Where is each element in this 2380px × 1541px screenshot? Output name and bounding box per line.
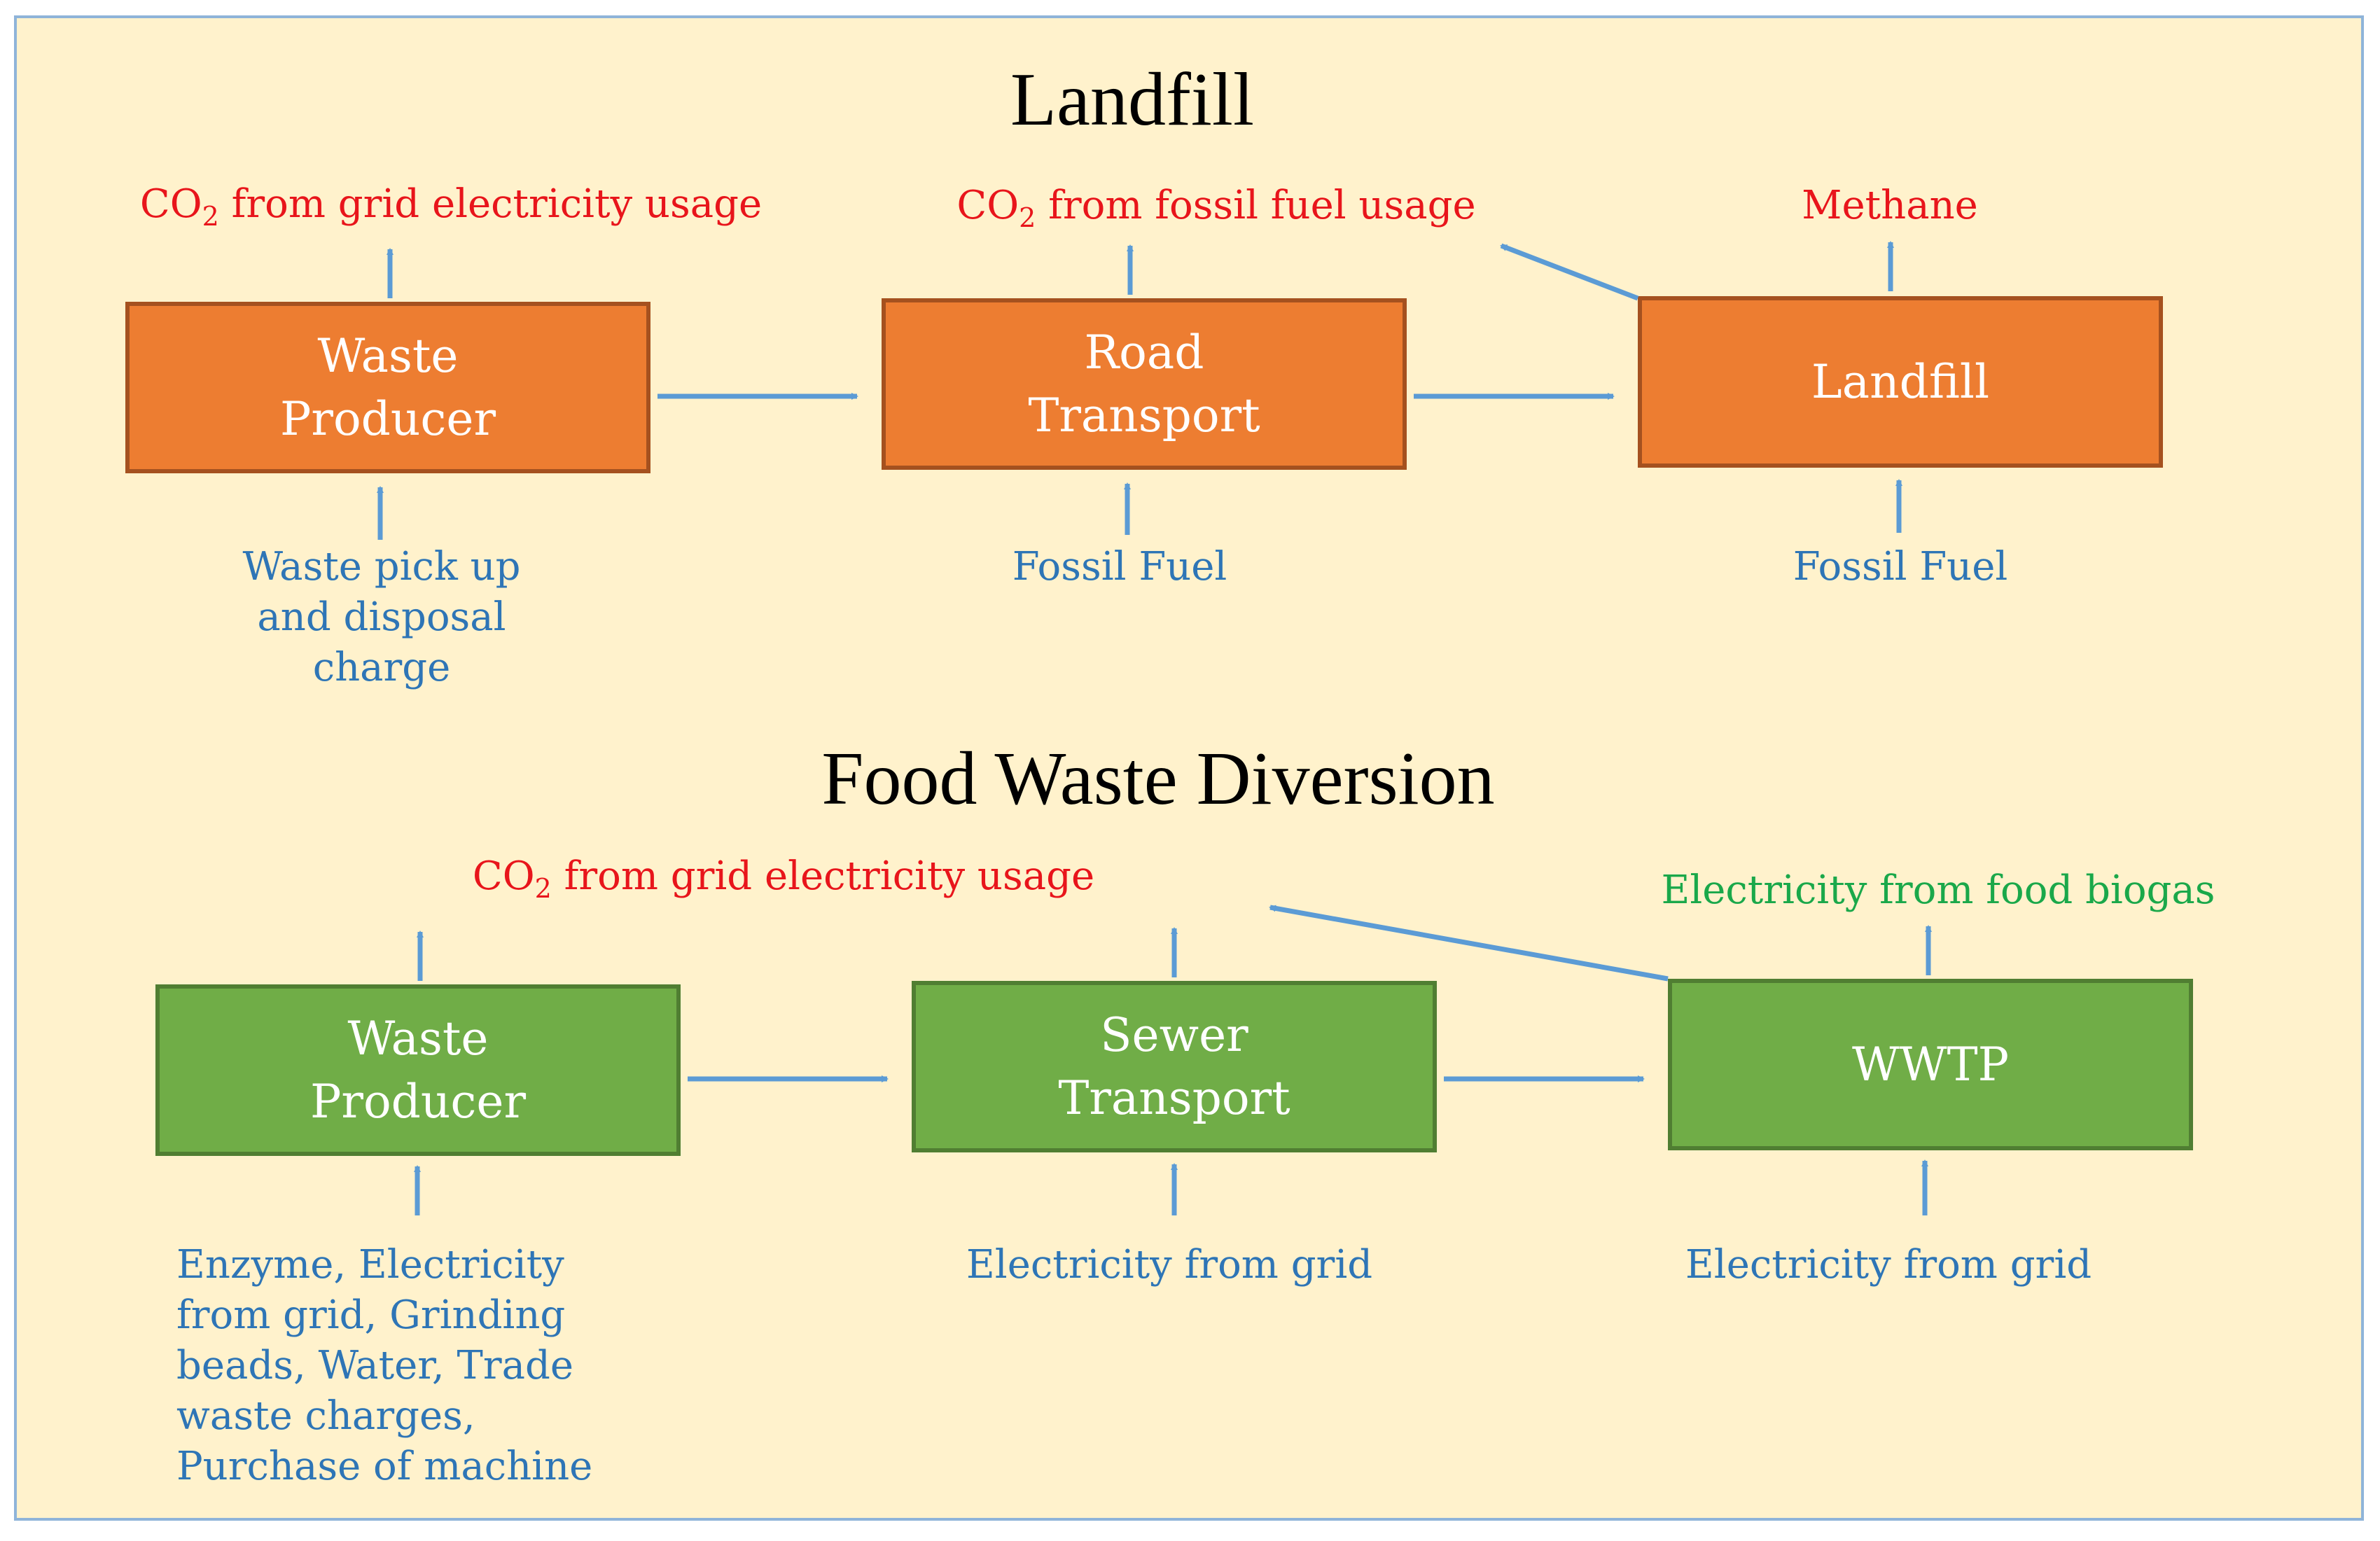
methane-label: Methane: [1802, 183, 1978, 228]
landfill-waste-producer-box: Waste Producer: [125, 302, 650, 473]
sewer-transport-box: Sewer Transport: [912, 981, 1437, 1152]
co2-subscript: 2: [534, 873, 552, 905]
diversion-co2-grid-label: CO2 from grid electricity usage: [473, 851, 1094, 914]
node-label: Sewer Transport: [1058, 1007, 1290, 1125]
co2-grid-electricity-label: CO2 from grid electricity usage: [140, 179, 762, 242]
diversion-title: Food Waste Diversion: [821, 737, 1495, 821]
co2-grid-text: from grid electricity usage: [218, 181, 763, 227]
biogas-electricity-label: Electricity from food biogas: [1661, 867, 2215, 913]
diversion-waste-producer-box: Waste Producer: [155, 984, 681, 1156]
fossil-fuel-transport-label: Fossil Fuel: [1012, 544, 1227, 590]
producer-inputs-label: Enzyme, Electricity from grid, Grinding …: [176, 1242, 593, 1489]
electricity-wwtp-label: Electricity from grid: [1685, 1242, 2092, 1288]
co2-subscript: 2: [1019, 202, 1036, 234]
electricity-sewer-label: Electricity from grid: [966, 1242, 1373, 1288]
landfill-title: Landfill: [1010, 58, 1254, 141]
co2-subscript: 2: [202, 201, 219, 232]
node-label: WWTP: [1851, 1037, 2010, 1092]
node-label: Road Transport: [1028, 325, 1260, 442]
node-label: Waste Producer: [279, 328, 496, 446]
road-transport-box: Road Transport: [882, 298, 1407, 470]
co2-fossil-text: from fossil fuel usage: [1036, 183, 1476, 228]
co2-text: CO: [472, 853, 535, 899]
co2-grid-text: from grid electricity usage: [551, 853, 1095, 899]
wwtp-box: WWTP: [1668, 979, 2193, 1150]
node-label: Landfill: [1811, 354, 1990, 409]
node-label: Waste Producer: [309, 1011, 527, 1129]
fossil-fuel-landfill-label: Fossil Fuel: [1793, 544, 2008, 590]
landfill-site-box: Landfill: [1638, 296, 2163, 468]
co2-text: CO: [956, 183, 1019, 228]
co2-fossil-fuel-label: CO2 from fossil fuel usage: [956, 181, 1475, 243]
diagram-panel: Landfill Food Waste Diversion Waste Prod…: [14, 15, 2364, 1521]
co2-text: CO: [139, 181, 202, 227]
flow-arrows: [377, 241, 1932, 1215]
waste-pickup-label: Waste pick up and disposal charge: [242, 544, 521, 690]
flow-arrow: [1500, 243, 1639, 301]
flow-arrow: [1269, 905, 1669, 982]
